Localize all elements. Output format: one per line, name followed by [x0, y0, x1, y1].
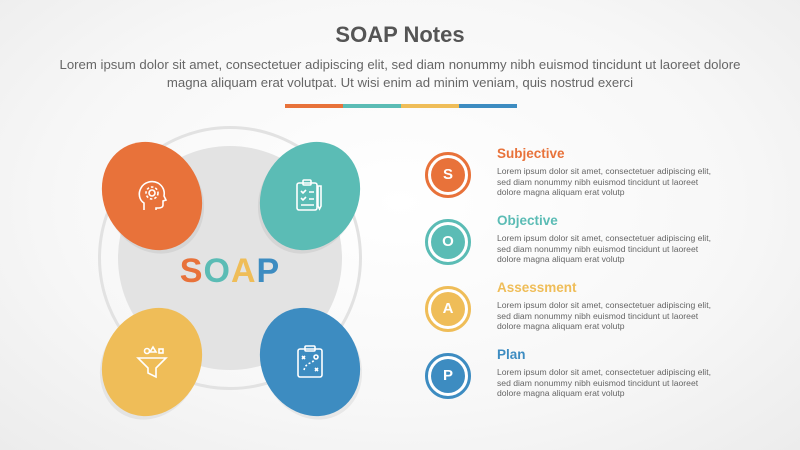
item-description: Lorem ipsum dolor sit amet, consectetuer…: [497, 166, 711, 197]
divider-segment-blue: [459, 104, 517, 108]
petal-objective: [240, 123, 380, 269]
list-item-plan: P Plan Lorem ipsum dolor sit amet, conse…: [425, 347, 795, 413]
list-item-assessment: A Assessment Lorem ipsum dolor sit amet,…: [425, 280, 795, 346]
clipboard-checklist-icon: [296, 179, 322, 211]
center-letter-s: S: [179, 252, 204, 290]
page-subtitle: Lorem ipsum dolor sit amet, consectetuer…: [59, 57, 741, 90]
item-title: Subjective: [497, 146, 565, 161]
item-title: Assessment: [497, 280, 577, 295]
soap-center-word: SOAP: [178, 252, 282, 291]
petal-subjective: [82, 123, 222, 269]
center-letter-o: O: [203, 252, 231, 290]
petal-assessment: [82, 289, 222, 435]
item-title: Objective: [497, 213, 558, 228]
tactics-board-icon: [297, 345, 323, 378]
badge-o: O: [431, 225, 465, 259]
center-letter-a: A: [230, 252, 257, 290]
item-description: Lorem ipsum dolor sit amet, consectetuer…: [497, 233, 711, 264]
list-item-subjective: S Subjective Lorem ipsum dolor sit amet,…: [425, 146, 795, 212]
outer-ring: [98, 126, 362, 390]
divider-segment-yellow: [401, 104, 459, 108]
petal-plan: [240, 289, 380, 435]
item-description: Lorem ipsum dolor sit amet, consectetuer…: [497, 367, 711, 398]
head-gear-icon: [138, 180, 168, 210]
item-description: Lorem ipsum dolor sit amet, consectetuer…: [497, 300, 711, 331]
item-title: Plan: [497, 347, 526, 362]
badge-p: P: [431, 359, 465, 393]
badge-a: A: [431, 292, 465, 326]
page-title: SOAP Notes: [335, 22, 465, 47]
divider-segment-teal: [343, 104, 401, 108]
title-divider: [285, 104, 517, 108]
divider-segment-orange: [285, 104, 343, 108]
funnel-filter-icon: [136, 345, 168, 379]
list-item-objective: O Objective Lorem ipsum dolor sit amet, …: [425, 213, 795, 279]
badge-s: S: [431, 158, 465, 192]
center-letter-p: P: [256, 252, 281, 290]
